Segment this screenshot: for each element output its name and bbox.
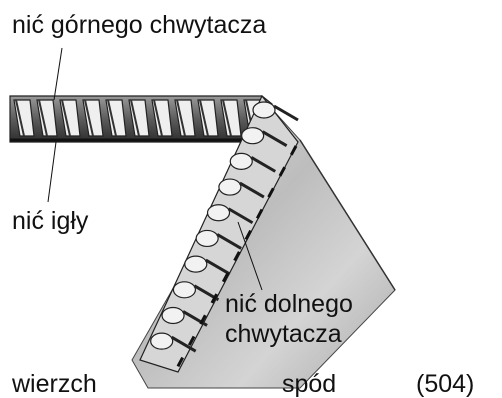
horizontal-seam-band bbox=[10, 96, 272, 142]
diagonal-loop bbox=[219, 179, 241, 195]
label-figure-number: (504) bbox=[416, 372, 474, 397]
diagonal-loop bbox=[208, 205, 230, 221]
diagonal-loop bbox=[173, 282, 195, 298]
diagonal-loop bbox=[196, 230, 218, 246]
leader-needle bbox=[48, 142, 56, 202]
leader-upper-looper bbox=[54, 48, 62, 100]
label-upper-looper-thread: nić górnego chwytacza bbox=[12, 13, 266, 38]
diagonal-loop bbox=[242, 128, 264, 144]
diagonal-loop bbox=[162, 307, 184, 323]
diagonal-loop bbox=[253, 102, 275, 118]
label-top-side: wierzch bbox=[12, 372, 97, 397]
label-needle-thread: nić igły bbox=[12, 209, 88, 234]
diagonal-loop bbox=[185, 256, 207, 272]
diagonal-loop bbox=[230, 153, 252, 169]
diagonal-loop bbox=[151, 333, 173, 349]
label-under-side: spód bbox=[282, 372, 336, 397]
label-lower-looper-thread-line2: chwytacza bbox=[225, 322, 342, 347]
label-lower-looper-thread-line1: nić dolnego bbox=[225, 292, 353, 317]
